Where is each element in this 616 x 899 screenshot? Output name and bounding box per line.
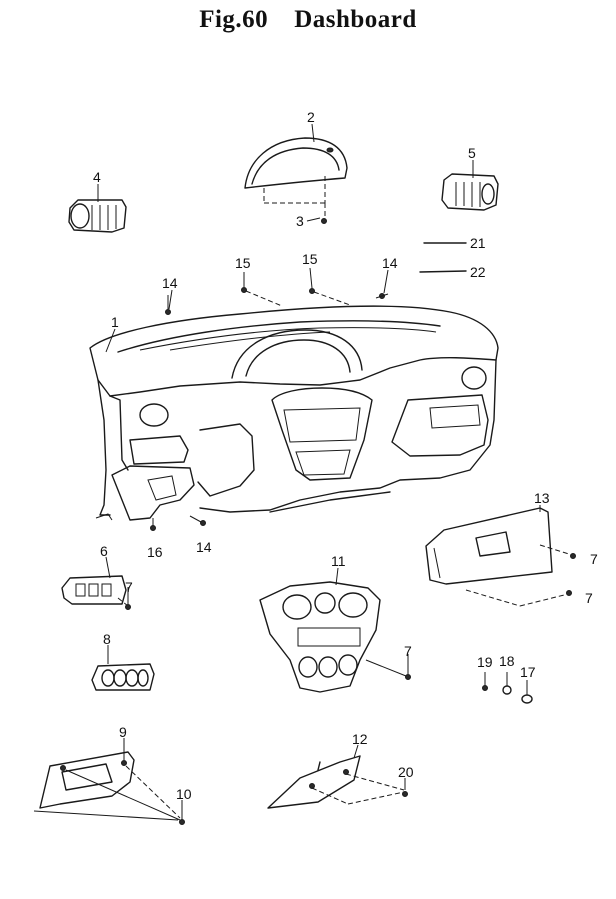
callout-16: 16	[147, 544, 163, 560]
callout-17: 17	[520, 664, 536, 680]
leader-lines	[97, 123, 541, 820]
part-switch-panel	[61, 575, 131, 610]
callout-11: 11	[331, 553, 346, 569]
callout-7c: 7	[590, 551, 598, 567]
callout-14a: 14	[162, 275, 178, 291]
figure-number: Fig.60	[199, 6, 269, 33]
callout-14c: 14	[196, 539, 212, 555]
part-control-panel	[91, 663, 155, 691]
callout-10: 10	[176, 786, 192, 802]
fasteners-top	[165, 287, 389, 315]
callout-20: 20	[398, 764, 414, 780]
callout-14b: 14	[382, 255, 398, 271]
callout-labels: 1 2 3 4 5 6 7 7 7 7 8 9 10 11 12 13 14 1…	[93, 109, 598, 802]
callout-8: 8	[103, 631, 111, 647]
callout-21: 21	[470, 235, 486, 251]
callout-7a: 7	[125, 579, 133, 595]
callout-5: 5	[468, 145, 476, 161]
part-small-fasteners	[482, 672, 533, 704]
callout-6: 6	[100, 543, 108, 559]
part-22-strip	[419, 270, 467, 273]
callout-9: 9	[119, 724, 127, 740]
figure-title: Fig.60 Dashboard	[0, 6, 616, 34]
part-lower-right-trim	[267, 755, 408, 809]
callout-1: 1	[111, 314, 119, 330]
callout-7d: 7	[585, 590, 593, 606]
part-instrument-cluster-cover	[244, 137, 348, 224]
callout-15b: 15	[302, 251, 318, 267]
callout-4: 4	[93, 169, 101, 185]
callout-3: 3	[296, 213, 304, 229]
callout-22: 22	[470, 264, 486, 280]
part-center-bezel	[259, 581, 411, 693]
callout-7b: 7	[404, 643, 412, 659]
fasteners-lower	[150, 515, 206, 531]
callout-18: 18	[499, 653, 515, 669]
part-lower-left-trim	[33, 751, 185, 825]
part-dashboard-main	[89, 305, 499, 521]
callout-12: 12	[352, 731, 368, 747]
part-left-air-vent	[68, 199, 127, 233]
part-right-air-vent	[441, 173, 499, 211]
callout-2: 2	[307, 109, 315, 125]
callout-13: 13	[534, 490, 550, 506]
figure-name: Dashboard	[294, 6, 417, 33]
callout-19: 19	[477, 654, 493, 670]
part-glove-box-lid	[425, 507, 576, 607]
callout-15a: 15	[235, 255, 251, 271]
